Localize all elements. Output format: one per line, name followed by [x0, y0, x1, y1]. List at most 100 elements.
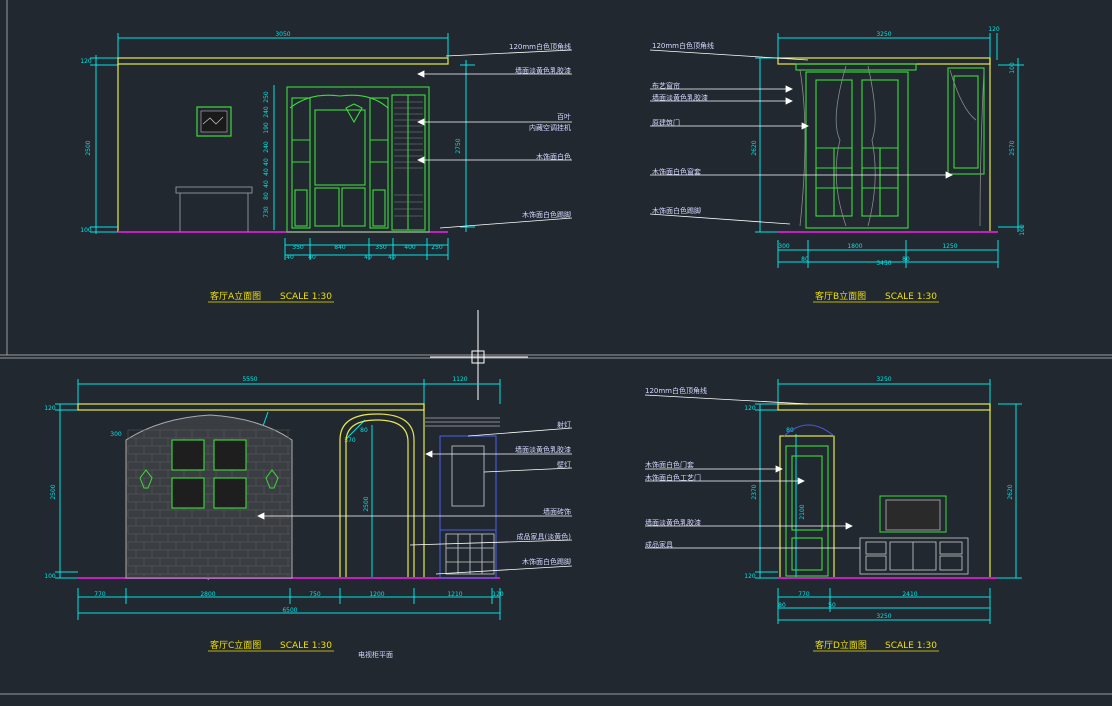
label-a-crown: 120mm白色顶角线	[509, 42, 571, 51]
dim-b-bot2-1: 3450	[876, 260, 891, 267]
label-c-wall-lamp: 壁灯	[557, 460, 571, 469]
dim-a-bot2-0: 40	[286, 254, 294, 261]
dim-c-top-1: 1120	[452, 376, 467, 383]
label-a-louver: 百叶	[557, 112, 571, 121]
dim-c-bot-3: 1200	[369, 591, 384, 598]
dim-a-cab-2: 190	[263, 122, 270, 134]
dim-b-right-0: 100	[1009, 62, 1016, 74]
dim-a-top-width: 3050	[275, 31, 290, 38]
dim-a-bot2-1: 40	[308, 254, 316, 261]
label-c-furniture: 成品家具(淡黄色)	[517, 532, 572, 541]
dim-b-top: 3250	[876, 31, 891, 38]
dim-a-left-0: 120	[80, 58, 92, 65]
curtains-b	[799, 65, 985, 227]
label-c-wall-paint: 墙面淡黄色乳胶漆	[515, 445, 571, 454]
dim-d-bot2-1: 50	[828, 602, 836, 609]
dim-b-bot-1: 1800	[847, 243, 862, 250]
dim-a-bot-4: 250	[431, 244, 443, 251]
label-b-window-casing: 木饰面白色窗套	[652, 167, 701, 176]
label-d-craft-door: 木饰面白色工艺门	[645, 473, 701, 482]
label-c-brick: 墙面砖饰	[543, 507, 571, 516]
brick-wall-c	[125, 414, 293, 579]
dim-a-cab-3: 240	[263, 141, 270, 153]
subtitle-c: 电视柜平面	[358, 650, 393, 659]
dim-a-left-1: 2500	[85, 140, 92, 155]
dim-c-bot2-0: 6500	[282, 607, 297, 614]
dim-d-top: 3250	[876, 376, 891, 383]
dim-d-bot2-0: 80	[778, 602, 786, 609]
dim-d-inner-1: 2100	[799, 504, 806, 519]
label-c-skirting: 木饰面白色踢脚	[522, 557, 571, 566]
tv-d	[879, 495, 947, 533]
dim-d-left-2: 120	[744, 573, 756, 580]
dim-c-bot-4: 1210	[447, 591, 462, 598]
label-b-door: 原建筑门	[652, 118, 680, 127]
dim-c-inner-5: 2500	[363, 496, 370, 511]
louver-a	[394, 101, 423, 217]
dim-c-inner-0: 300	[110, 431, 122, 438]
dim-a-cab-7: 80	[263, 192, 270, 200]
title-b: 客厅B立面图	[815, 290, 866, 302]
display-cabinet-a	[286, 86, 430, 233]
french-door-b	[795, 63, 985, 229]
dim-c-inner-3: 80	[360, 427, 368, 434]
label-a-wood-white: 木饰面白色	[536, 152, 571, 161]
door-arch-d	[783, 424, 835, 437]
scale-b: SCALE 1:30	[885, 292, 937, 302]
craft-door-d	[785, 445, 829, 577]
wall-picture-a	[196, 106, 232, 137]
tv-stand-d	[859, 537, 969, 575]
dim-d-bot-0: 770	[798, 591, 810, 598]
dim-a-bot2-2: 40	[364, 254, 372, 261]
label-d-crown: 120mm白色顶角线	[645, 386, 707, 395]
dim-b-bot-0: 300	[778, 243, 790, 250]
dim-c-bot-1: 2800	[200, 591, 215, 598]
label-a-wall-paint: 墙面淡黄色乳胶漆	[515, 66, 571, 75]
dim-c-left-1: 2500	[50, 484, 57, 499]
dim-a-cab-5: 40	[263, 168, 270, 176]
title-a: 客厅A立面图	[210, 290, 261, 302]
dim-a-bot-1: 840	[334, 244, 346, 251]
elevation-d: 3250 120 2370 120 2620 80 2100 770 2410 …	[644, 376, 1022, 652]
scale-c: SCALE 1:30	[280, 641, 332, 651]
label-b-crown: 120mm白色顶角线	[652, 41, 714, 50]
elevation-a: 3050 120 2500 100 2750 250 240 190 240 4…	[80, 31, 573, 303]
dim-d-left-0: 120	[744, 405, 756, 412]
scale-d: SCALE 1:30	[885, 641, 937, 651]
dim-b-right-2: 100	[1019, 224, 1026, 236]
title-c: 客厅C立面图	[210, 639, 261, 651]
dim-c-left-2: 100	[44, 573, 56, 580]
dim-c-bot-2: 750	[309, 591, 321, 598]
dim-a-cab-1: 240	[263, 106, 270, 118]
dim-b-bot-2: 1250	[942, 243, 957, 250]
label-b-wall-paint: 墙面淡黄色乳胶漆	[652, 93, 708, 102]
dim-d-right: 2620	[1007, 484, 1014, 499]
dim-a-bot-3: 400	[404, 244, 416, 251]
dim-c-inner-2: 370	[344, 437, 356, 444]
label-a-ac: 内藏空调挂机	[529, 123, 571, 132]
dim-d-inner-0: 80	[786, 427, 794, 434]
title-d: 客厅D立面图	[815, 639, 867, 651]
dim-a-bot2-3: 40	[388, 254, 396, 261]
dim-b-top-2: 120	[988, 26, 1000, 33]
crosshair-cursor	[430, 310, 528, 400]
label-b-curtain: 布艺窗帘	[652, 81, 680, 90]
dim-a-bot-2: 350	[375, 244, 387, 251]
brick-pictures-c	[171, 439, 247, 509]
label-a-skirting: 木饰面白色踢脚	[522, 210, 571, 219]
dim-c-top-0: 5550	[242, 376, 257, 383]
dim-b-bot2-2: 80	[902, 256, 910, 263]
dim-b-left: 2620	[751, 140, 758, 155]
dim-c-bot-5: 120	[492, 591, 504, 598]
dim-c-left-0: 120	[44, 405, 56, 412]
wall-lamps-c	[139, 469, 279, 489]
console-table-a	[175, 186, 253, 232]
label-d-wall-paint: 墙面淡黄色乳胶漆	[645, 518, 701, 527]
dim-a-cab-6: 40	[263, 180, 270, 188]
dim-b-right-1: 2570	[1009, 140, 1016, 155]
dim-a-cab-0: 250	[263, 91, 270, 103]
dim-a-right: 2750	[455, 138, 462, 153]
